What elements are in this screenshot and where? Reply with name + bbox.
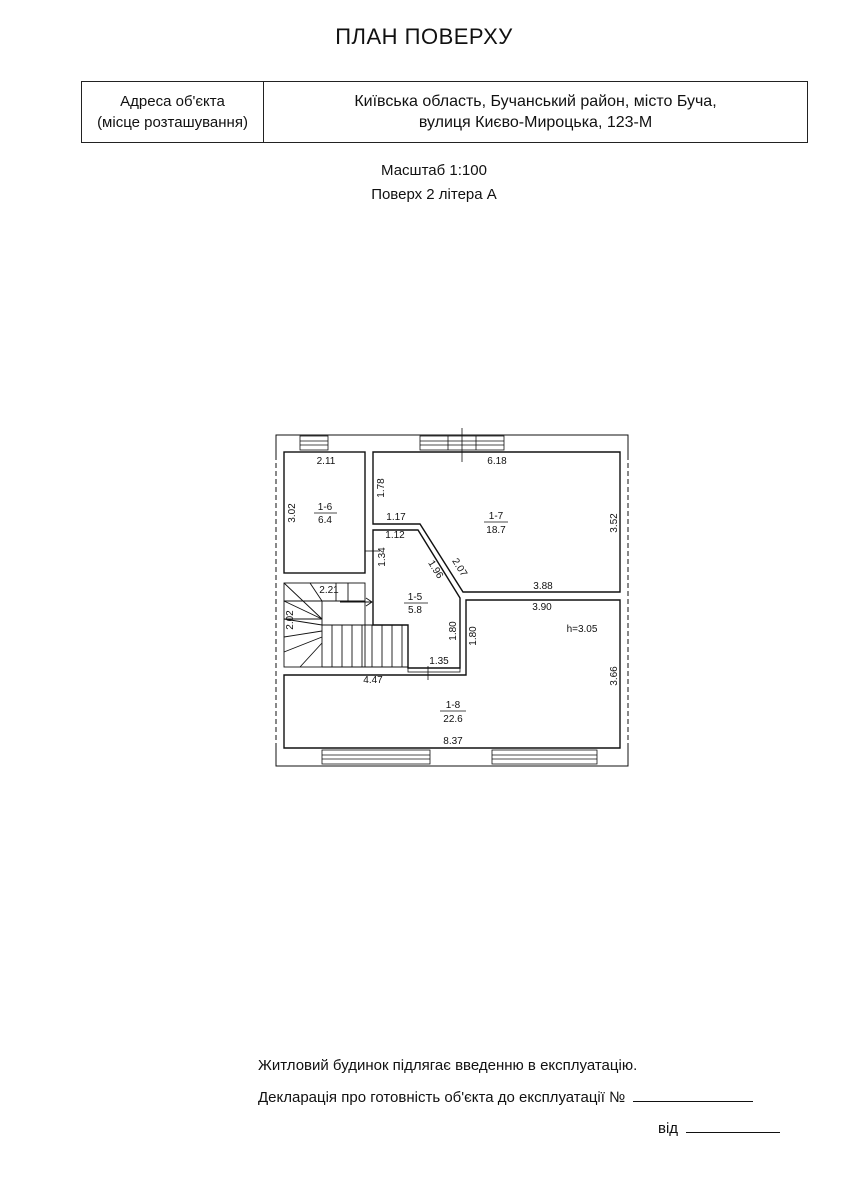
room-1-6-id: 1-6 xyxy=(318,502,333,513)
dim-stair-width: 2.21 xyxy=(319,585,339,596)
ceiling-height: h=3.05 xyxy=(567,624,598,635)
window-top-center xyxy=(419,428,505,462)
dim-r18-top-right: 3.90 xyxy=(532,602,552,613)
footer-line1: Житловий будинок підлягає введенню в екс… xyxy=(258,1057,638,1074)
dim-r18-right: 3.66 xyxy=(609,666,620,686)
address-label-line2: (місце розташування) xyxy=(97,114,248,131)
room-1-6-area: 6.4 xyxy=(318,515,332,526)
room-1-7-area: 18.7 xyxy=(486,525,506,536)
address-value-line2: вулиця Києво-Мироцька, 123-М xyxy=(418,114,653,131)
declaration-date-field[interactable] xyxy=(686,1118,781,1133)
staircase xyxy=(283,582,409,668)
dim-r17-width: 6.18 xyxy=(487,456,507,467)
room-1-7 xyxy=(372,451,621,593)
room-1-5-id: 1-5 xyxy=(408,592,423,603)
window-bottom-right xyxy=(491,749,598,765)
window-top-left xyxy=(299,435,329,451)
dim-r18-left-edge: 1.80 xyxy=(468,626,479,646)
dim-r17-left: 1.78 xyxy=(376,478,387,498)
room-1-8 xyxy=(283,599,621,749)
door-opening-1-8 xyxy=(407,667,461,673)
window-bottom-left xyxy=(321,749,431,765)
dim-r15-bottom: 1.35 xyxy=(429,656,449,667)
outer-boundary xyxy=(275,434,629,767)
address-value-line1: Київська область, Бучанський район, міст… xyxy=(354,93,717,110)
address-label-line1: Адреса об'єкта xyxy=(120,93,225,110)
address-label-cell: Адреса об'єкта (місце розташування) xyxy=(82,82,264,142)
room-1-8-id: 1-8 xyxy=(446,700,461,711)
floor-text: Поверх 2 літера А xyxy=(371,186,497,203)
room-1-6 xyxy=(283,451,366,574)
room-1-5-area: 5.8 xyxy=(408,605,422,616)
dim-r16-height: 3.02 xyxy=(287,503,298,523)
scale-text: Масштаб 1:100 xyxy=(381,162,487,179)
address-value-cell: Київська область, Бучанський район, міст… xyxy=(264,82,807,142)
dim-r18-top-left: 4.47 xyxy=(363,675,383,686)
dim-r17-notch: 1.17 xyxy=(386,512,406,523)
dim-r17-right: 3.52 xyxy=(609,513,620,533)
address-table: Адреса об'єкта (місце розташування) Київ… xyxy=(81,81,808,143)
room-1-8-area: 22.6 xyxy=(443,714,463,725)
declaration-number-field[interactable] xyxy=(633,1087,754,1102)
room-1-7-id: 1-7 xyxy=(489,511,504,522)
page-title: ПЛАН ПОВЕРХУ xyxy=(335,24,513,49)
footer-line3: від xyxy=(658,1118,781,1137)
dim-r18-bottom: 8.37 xyxy=(443,736,463,747)
footer-line2-text: Декларація про готовність об'єкта до екс… xyxy=(258,1089,626,1106)
dim-stair-height: 2.02 xyxy=(285,610,296,630)
dim-r16-width: 2.11 xyxy=(317,456,336,467)
dim-r17-bottom: 3.88 xyxy=(533,581,553,592)
footer-line3-text: від xyxy=(658,1120,679,1137)
dim-r15-diag: 1.96 xyxy=(425,559,445,582)
footer-line2: Декларація про готовність об'єкта до екс… xyxy=(258,1087,754,1106)
dim-r15-right: 1.80 xyxy=(448,621,459,641)
scale-info: Масштаб 1:100 Поверх 2 літера А xyxy=(0,159,848,207)
dim-r15-left: 1.34 xyxy=(377,547,388,567)
dim-r15-top: 1.12 xyxy=(385,530,405,541)
